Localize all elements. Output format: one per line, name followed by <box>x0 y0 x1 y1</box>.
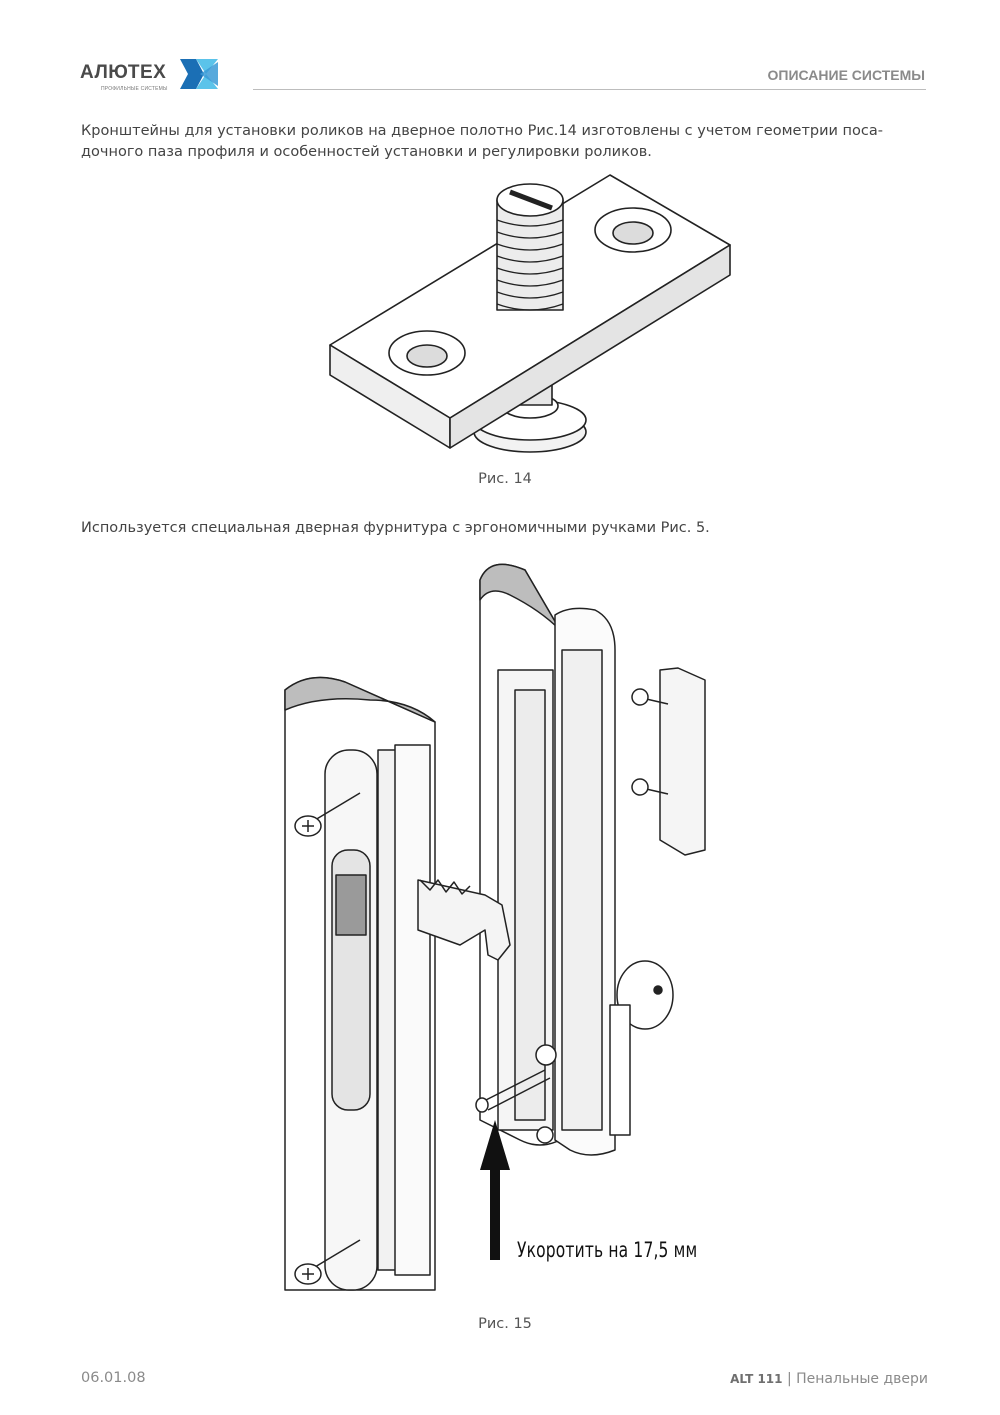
logo-name: АЛЮТЕХ <box>80 62 167 83</box>
roller-bracket-drawing-icon <box>329 174 731 453</box>
figure-14-caption: Рис. 14 <box>478 471 532 487</box>
paragraph-roller-brackets: Кронштейны для установки роликов на двер… <box>81 123 884 160</box>
footer-doc-title: Пенальные двери <box>796 1371 928 1387</box>
footer-doc-code: ALT 111 <box>730 1372 783 1386</box>
company-logo: АЛЮТЕХ ПРОФИЛЬНЫЕ СИСТЕМЫ <box>80 52 225 96</box>
paragraph-door-hardware: Используется специальная дверная фурниту… <box>81 520 710 536</box>
header-divider <box>253 89 926 90</box>
figure-15-caption: Рис. 15 <box>478 1316 532 1332</box>
door-handle-assembly-drawing-icon <box>284 563 706 1291</box>
logo-tagline: ПРОФИЛЬНЫЕ СИСТЕМЫ <box>101 86 168 92</box>
logo-mark-icon <box>180 59 218 89</box>
footer-date: 06.01.08 <box>81 1370 146 1386</box>
footer-separator: | <box>786 1371 792 1387</box>
shorten-annotation: Укоротить на 17,5 мм <box>517 1238 698 1262</box>
section-title: ОПИСАНИЕ СИСТЕМЫ <box>767 67 925 83</box>
footer-doc-info: ALT 111 | Пенальные двери <box>730 1371 928 1387</box>
